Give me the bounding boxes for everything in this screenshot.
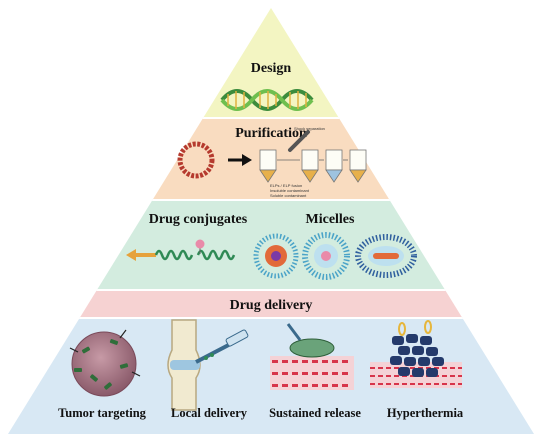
drug-coil-icon	[195, 239, 236, 261]
plasmid-icon	[177, 141, 215, 179]
hyperthermia-illustration	[370, 320, 462, 388]
hyperthermia-label: Hyperthermia	[387, 406, 464, 420]
micelles-title: Micelles	[306, 212, 356, 227]
purification-note-3: Insoluble contaminant	[270, 188, 310, 193]
dna-helix-icon	[220, 89, 314, 111]
design-title: Design	[251, 61, 292, 76]
tumor-targeting-label: Tumor targeting	[58, 406, 147, 420]
arrow-right-icon	[228, 154, 252, 166]
micelle-core-icon	[253, 233, 299, 279]
purification-note-2: ELPs / ELP fusion	[270, 183, 302, 188]
tier-delivery-band	[8, 290, 534, 318]
micelle-rod-icon	[355, 234, 417, 278]
purification-note-4: Soluble contaminant	[270, 193, 307, 198]
tumor-targeting-illustration	[69, 329, 141, 397]
centrifuge-tubes-icon	[259, 130, 367, 183]
drug-conjugates-title: Drug conjugates	[149, 212, 248, 227]
purification-note-1: Shock separation	[294, 126, 325, 131]
tier-design-band	[8, 8, 534, 118]
local-delivery-label: Local delivery	[171, 406, 248, 420]
conjugate-arrow-icon	[126, 249, 156, 261]
subcutaneous-depot-illustration	[270, 323, 354, 390]
elp-coil-icon	[154, 249, 194, 261]
purification-title: Purification	[235, 126, 307, 141]
drug-delivery-title: Drug delivery	[230, 298, 313, 313]
knee-injection-illustration	[167, 319, 249, 411]
sustained-release-label: Sustained release	[269, 406, 361, 420]
micelle-drug-icon	[302, 232, 350, 280]
